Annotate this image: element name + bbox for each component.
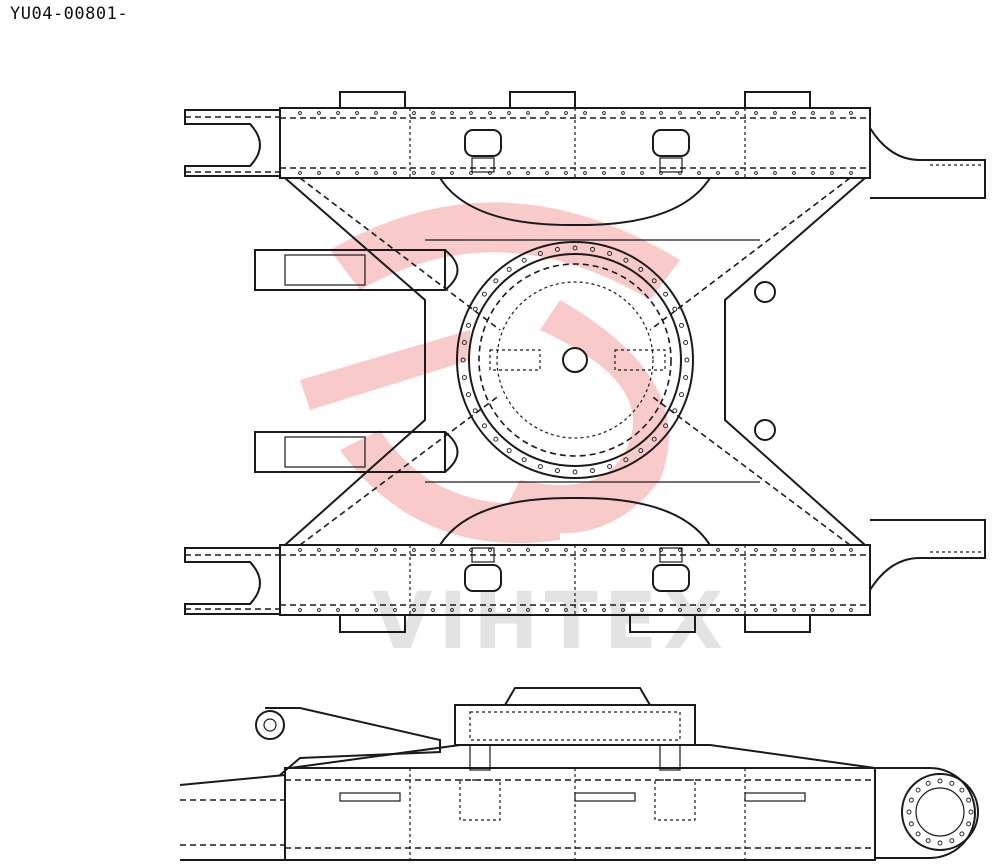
idler-bolt-holes [906,778,974,846]
part-code-label: YU04-00801- [10,4,129,24]
side-view-frame [179,687,979,861]
top-view-frame [184,91,986,633]
watermark-logo [300,202,680,544]
bearing-bolt-holes [460,245,690,475]
rail-rivet-holes [298,111,853,612]
